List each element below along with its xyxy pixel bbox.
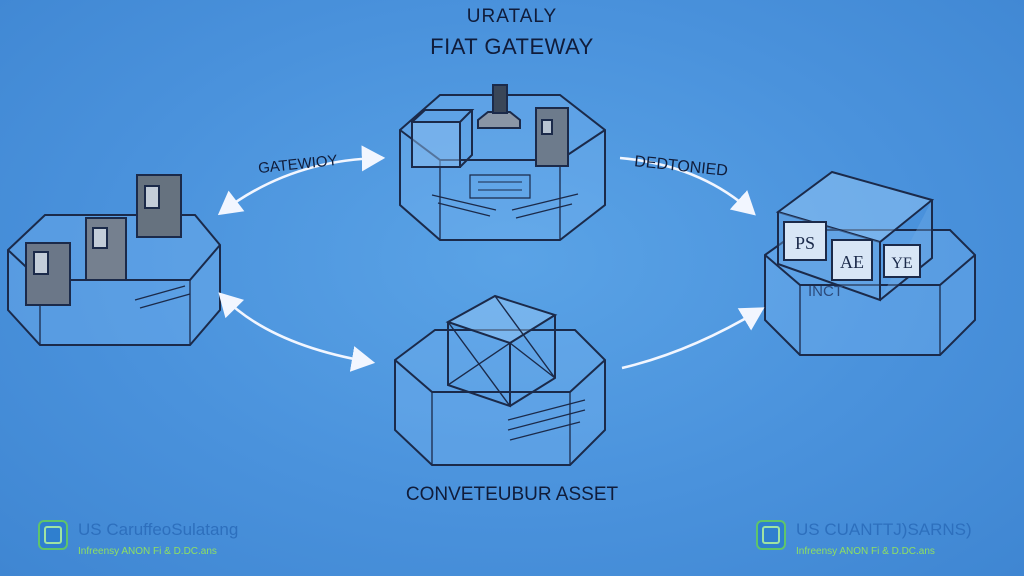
right-box-panels: PS AE YE <box>783 221 921 281</box>
arrow-left-to-top <box>217 145 386 216</box>
arrow-top-to-right <box>619 156 756 216</box>
box-panel-3-text: YE <box>891 255 912 272</box>
footer-right: US CUANTTJ)SARNS) Infreensy ANON Fi & D.… <box>756 520 972 557</box>
bottom-platform-label: CONVETEUBUR ASSET <box>405 484 619 505</box>
top-platform-glyphs <box>431 193 579 219</box>
box-panel-3 <box>883 244 921 278</box>
box-panel-1 <box>783 221 827 261</box>
left-platform <box>7 174 221 346</box>
top-platform <box>399 84 606 241</box>
right-platform-label: INCT <box>808 283 843 300</box>
box-panel-2-text: AE <box>840 252 864 272</box>
brand-logo-icon <box>756 520 786 550</box>
footer-left-brand: US CaruffeoSulatang <box>78 520 239 539</box>
brand-logo-icon <box>38 520 68 550</box>
diagram-supertitle: URATALY <box>466 6 558 27</box>
arrow-bottom-to-right <box>621 307 765 370</box>
box-panel-2 <box>831 239 873 281</box>
footer-right-brand: US CUANTTJ)SARNS) <box>796 520 972 539</box>
footer-right-sub: Infreensy ANON Fi & D.DC.ans <box>796 546 935 557</box>
footer-left: US CaruffeoSulatang Infreensy ANON Fi & … <box>38 520 238 557</box>
arrow-left-to-bottom <box>218 292 376 372</box>
diagram-title: FIAT GATEWAY <box>430 34 594 59</box>
box-panel-1-text: PS <box>795 233 815 253</box>
footer-left-sub: Infreensy ANON Fi & D.DC.ans <box>78 546 217 557</box>
bottom-platform <box>394 294 606 466</box>
